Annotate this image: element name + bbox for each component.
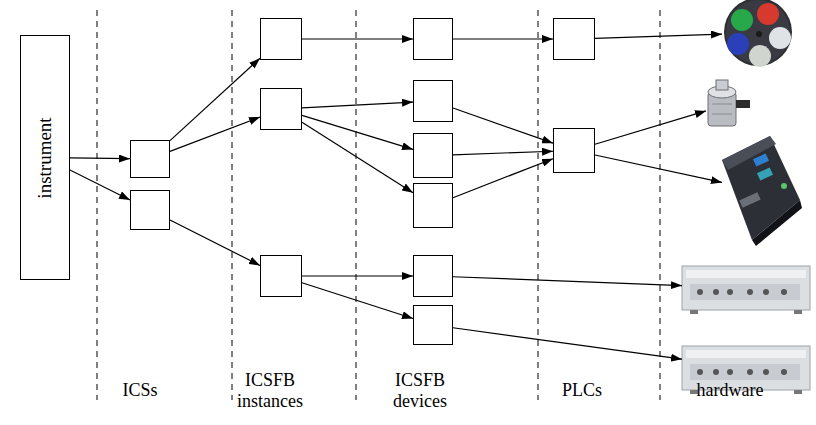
column-label: ICSFB instances [225, 370, 315, 411]
arrow-connector [453, 328, 682, 359]
arrow-connector [70, 170, 130, 200]
arrow-connector [302, 275, 413, 276]
arrow-connector [70, 157, 130, 159]
node-label: instrument [34, 117, 56, 198]
arrow-connector [302, 283, 413, 319]
instance-box [260, 18, 302, 60]
column-label: ICSFB devices [375, 370, 465, 411]
arrow-connector [595, 111, 706, 144]
servo-drive [722, 136, 802, 246]
column-label: hardware [680, 380, 780, 401]
arrow-connector [302, 122, 413, 192]
filter-wheel [724, 0, 792, 67]
ics-box [130, 140, 170, 178]
column-label: ICSs [100, 380, 180, 401]
arrow-connector [170, 58, 260, 140]
instance-box [260, 88, 302, 130]
arrow-connector [453, 277, 682, 286]
device-box [413, 80, 453, 122]
device-box [413, 18, 453, 60]
arrow-connector [595, 34, 722, 38]
hardware-item [682, 266, 810, 310]
plc-box [553, 128, 595, 173]
arrow-connector [302, 38, 413, 39]
device-box [413, 255, 453, 297]
arrow-connector [453, 108, 553, 143]
arrow-connector [453, 38, 553, 39]
arrow-connector [302, 102, 413, 108]
device-box [413, 305, 453, 345]
instrument-box: instrument [20, 35, 70, 280]
device-box [413, 133, 453, 178]
signal-generator [682, 266, 810, 314]
device-box [413, 183, 453, 228]
arrow-connector [170, 220, 260, 265]
plc-box [553, 18, 595, 60]
arrow-connector [453, 159, 553, 198]
arrow-connector [595, 155, 722, 182]
column-label: PLCs [542, 380, 622, 401]
hardware-item [722, 0, 794, 66]
hardware-item [722, 136, 802, 246]
ics-box [130, 190, 170, 230]
column-dividers [97, 10, 660, 400]
hardware-item [706, 80, 752, 128]
instance-box [260, 255, 302, 297]
motor [708, 80, 750, 126]
arrow-connector [453, 151, 553, 155]
arrow-connector [170, 117, 260, 151]
